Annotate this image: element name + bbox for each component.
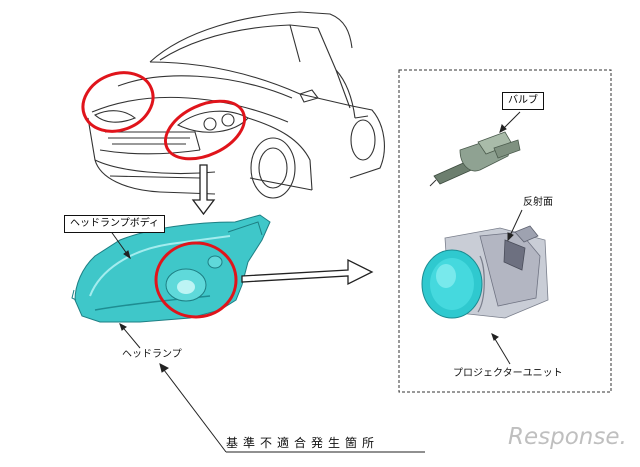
projector-unit-label: プロジェクターユニット	[453, 368, 563, 379]
footer-title: 基準不適合発生箇所	[226, 436, 380, 450]
detail-box	[398, 69, 612, 393]
bulb-illustration	[429, 131, 521, 187]
projector-unit-illustration	[421, 225, 549, 319]
bulb-label: バルブ	[502, 92, 544, 110]
response-watermark: Response.	[508, 424, 627, 450]
headlamp-assembly	[71, 214, 271, 323]
bulb-leader	[499, 111, 521, 133]
headlamp-highlight-ring	[154, 241, 238, 319]
car-highlight-rings	[81, 71, 247, 161]
reflector-leader	[507, 209, 523, 242]
leader-lines	[109, 229, 141, 349]
reflector-label: 反射面	[523, 197, 553, 208]
footer-arrow	[159, 363, 425, 453]
down-arrow	[191, 164, 216, 216]
headlamp-body-label: ヘッドランプボディ	[64, 215, 165, 233]
projector-leader	[491, 333, 511, 365]
right-arrow	[241, 258, 374, 286]
headlamp-label: ヘッドランプ	[122, 349, 182, 360]
